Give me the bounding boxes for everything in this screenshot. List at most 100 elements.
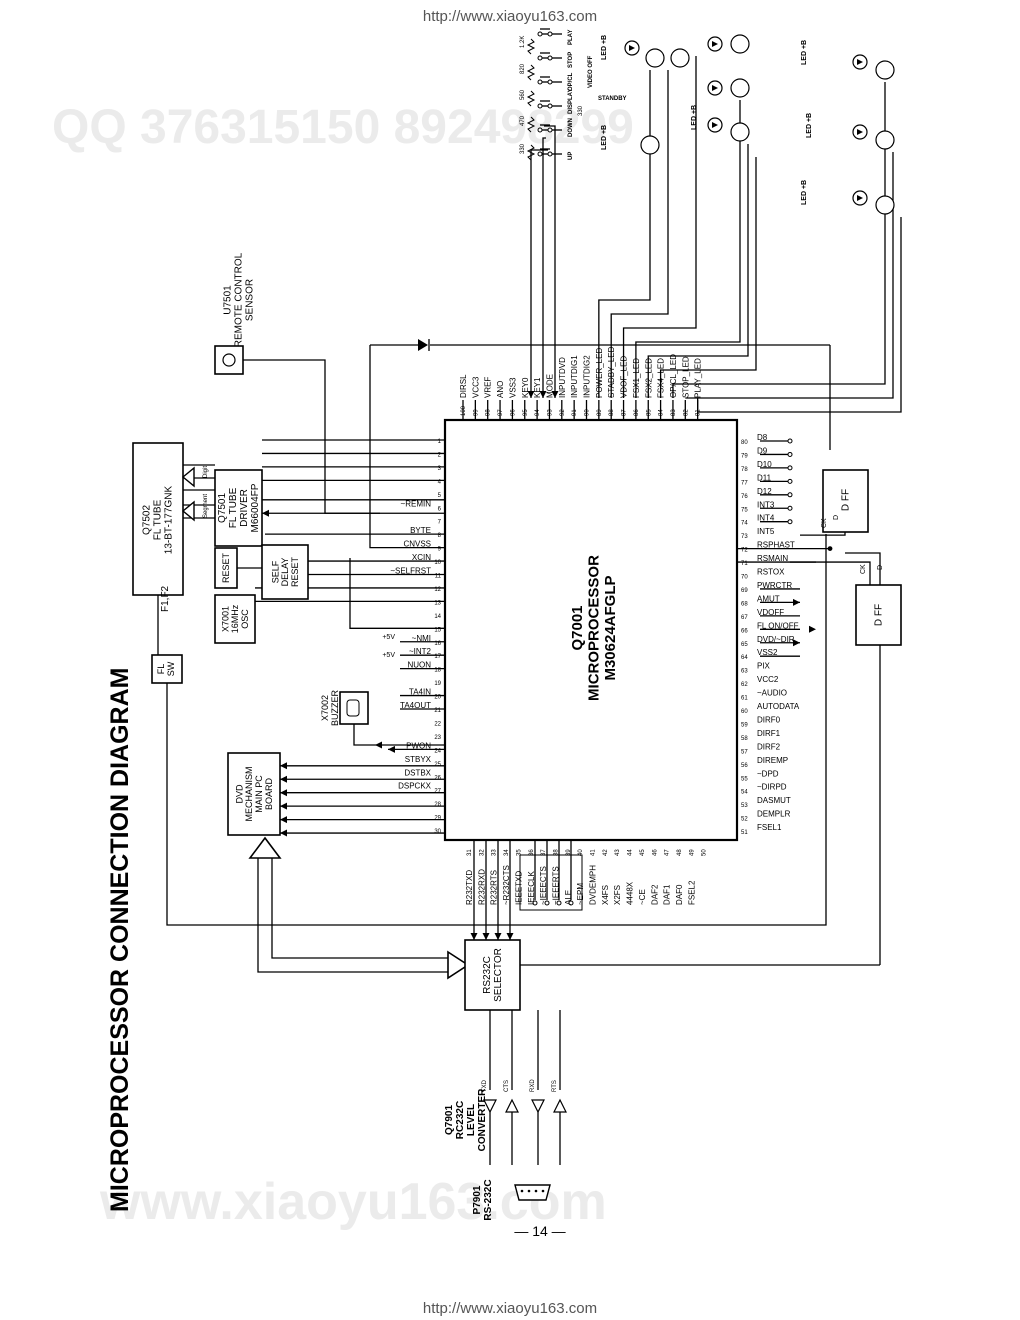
open-terminal [787, 519, 793, 525]
pin-label-top: KEY0 [521, 377, 530, 398]
pin-label-left: ~NMI [412, 634, 431, 643]
transistor-icon [640, 135, 660, 155]
led-b-label: LED +B [801, 40, 808, 65]
pin-label-right: D10 [757, 460, 772, 469]
pin-number: 23 [434, 735, 441, 741]
osc-label-line: 16MHz [230, 604, 240, 633]
self-delay-label-line: DELAY [280, 558, 290, 587]
key-label: OP/CL [568, 72, 574, 91]
pin-number: 25 [434, 762, 441, 768]
pin-label-right: ~AUDIO [757, 689, 787, 698]
pin-label-right: D12 [757, 487, 772, 496]
pin-number: 94 [535, 409, 541, 416]
arrow-head [262, 509, 269, 517]
dvd-mech-label-line: MAIN PC [254, 775, 264, 813]
arrow-head [280, 775, 287, 783]
pin-label-left: STBYX [405, 755, 432, 764]
self-delay-label-line: RESET [290, 556, 300, 587]
dvd-mech-box [227, 752, 281, 836]
pin-number: 41 [591, 849, 597, 856]
led-ctrl-wire [622, 56, 697, 398]
led-glyph [857, 195, 863, 201]
rs232-signal-label: RTS [552, 1080, 558, 1092]
pin-label-right: AMUT [757, 594, 780, 603]
pin-number: 32 [479, 849, 485, 856]
reset-label: RESET [221, 552, 231, 583]
pin-number: 46 [652, 849, 658, 856]
pin-number: 34 [504, 849, 510, 856]
pin-number: 36 [529, 849, 535, 856]
pin-number: 16 [434, 641, 441, 647]
arrow-head [482, 933, 490, 940]
pin-label-left: CNVSS [403, 540, 431, 549]
pin-label-bottom: DAF1 [663, 884, 672, 905]
dff1-label: D FF [841, 489, 852, 511]
pin-label-bottom: X2FS [613, 885, 622, 905]
pin-number: 66 [741, 628, 748, 634]
pin-number: 53 [741, 803, 748, 809]
arrow-head [280, 816, 287, 824]
pin-label-top: STOP_LED [681, 356, 690, 398]
fl-tube-label-line: 13-BT-177GNK [164, 485, 175, 554]
open-terminal [537, 31, 543, 37]
led-glyph [857, 59, 863, 65]
pin-label-bottom: 4448X [626, 881, 635, 905]
dff1-label-line: D FF [841, 489, 852, 511]
arrow-head [280, 802, 287, 810]
pin-number: 50 [702, 849, 708, 856]
pin-label-bottom: ALE [564, 890, 573, 905]
pin-number: 67 [741, 615, 748, 621]
dvd-mech-label-line: DVD [234, 784, 244, 804]
led-glyph [712, 122, 718, 128]
source-url-top[interactable]: http://www.xiaoyu163.com [422, 8, 598, 25]
pin-number: 57 [741, 749, 748, 755]
pin-number: 27 [434, 789, 441, 795]
remote-wire [243, 359, 380, 514]
pin-label-top: VDOF_LED [620, 356, 629, 398]
pin-label-bottom: DAF2 [650, 884, 659, 905]
pin-label-top: VCC3 [471, 376, 480, 398]
pin-number: 99 [473, 409, 479, 416]
pin-number: 87 [622, 409, 628, 416]
pin-number: 39 [566, 849, 572, 856]
watermark-site: www.xiaoyu163.com [100, 1173, 607, 1231]
pin-number: 56 [741, 763, 748, 769]
led-ctrl-wire [685, 152, 894, 399]
pin-number: 92 [560, 409, 566, 416]
pin-label-right: DIRF0 [757, 715, 781, 724]
pin-number: 58 [741, 736, 748, 742]
pin-label-left: PWON [406, 741, 431, 750]
source-url-bottom[interactable]: http://www.xiaoyu163.com [422, 1300, 598, 1317]
arrow-head [494, 933, 502, 940]
pin-number: 9 [438, 547, 442, 553]
open-terminal [537, 127, 543, 133]
pin-number: 38 [553, 849, 559, 856]
standby-label: STANDBY [598, 96, 627, 102]
open-terminal [787, 438, 793, 444]
pin-number: 47 [665, 849, 671, 856]
resistor-icon [526, 116, 536, 133]
open-terminal [556, 900, 562, 906]
pin-number: 24 [434, 748, 441, 754]
led-ctrl-wire [610, 70, 669, 398]
pin-number: 100 [461, 405, 467, 416]
pin-label-right: INT5 [757, 527, 775, 536]
led-ctrl-wire [635, 100, 741, 398]
key-line [542, 137, 546, 398]
pin-number: 84 [659, 409, 665, 416]
pin-number: 68 [741, 601, 748, 607]
transistor-icon [730, 78, 750, 98]
fat-arrow-inner [271, 855, 450, 959]
pin-label-top: INPUTDIG2 [583, 355, 592, 398]
ieee-header-box [519, 854, 583, 911]
pin-number: 35 [516, 849, 522, 856]
arrow-head [280, 829, 287, 837]
pin-number: 90 [585, 409, 591, 416]
pin-number: 89 [597, 409, 603, 416]
pin-number: 5 [438, 493, 442, 499]
pin-number: 37 [541, 849, 547, 856]
arrow-head [375, 741, 382, 749]
remote-label-line: REMOTE CONTROL [234, 252, 245, 347]
